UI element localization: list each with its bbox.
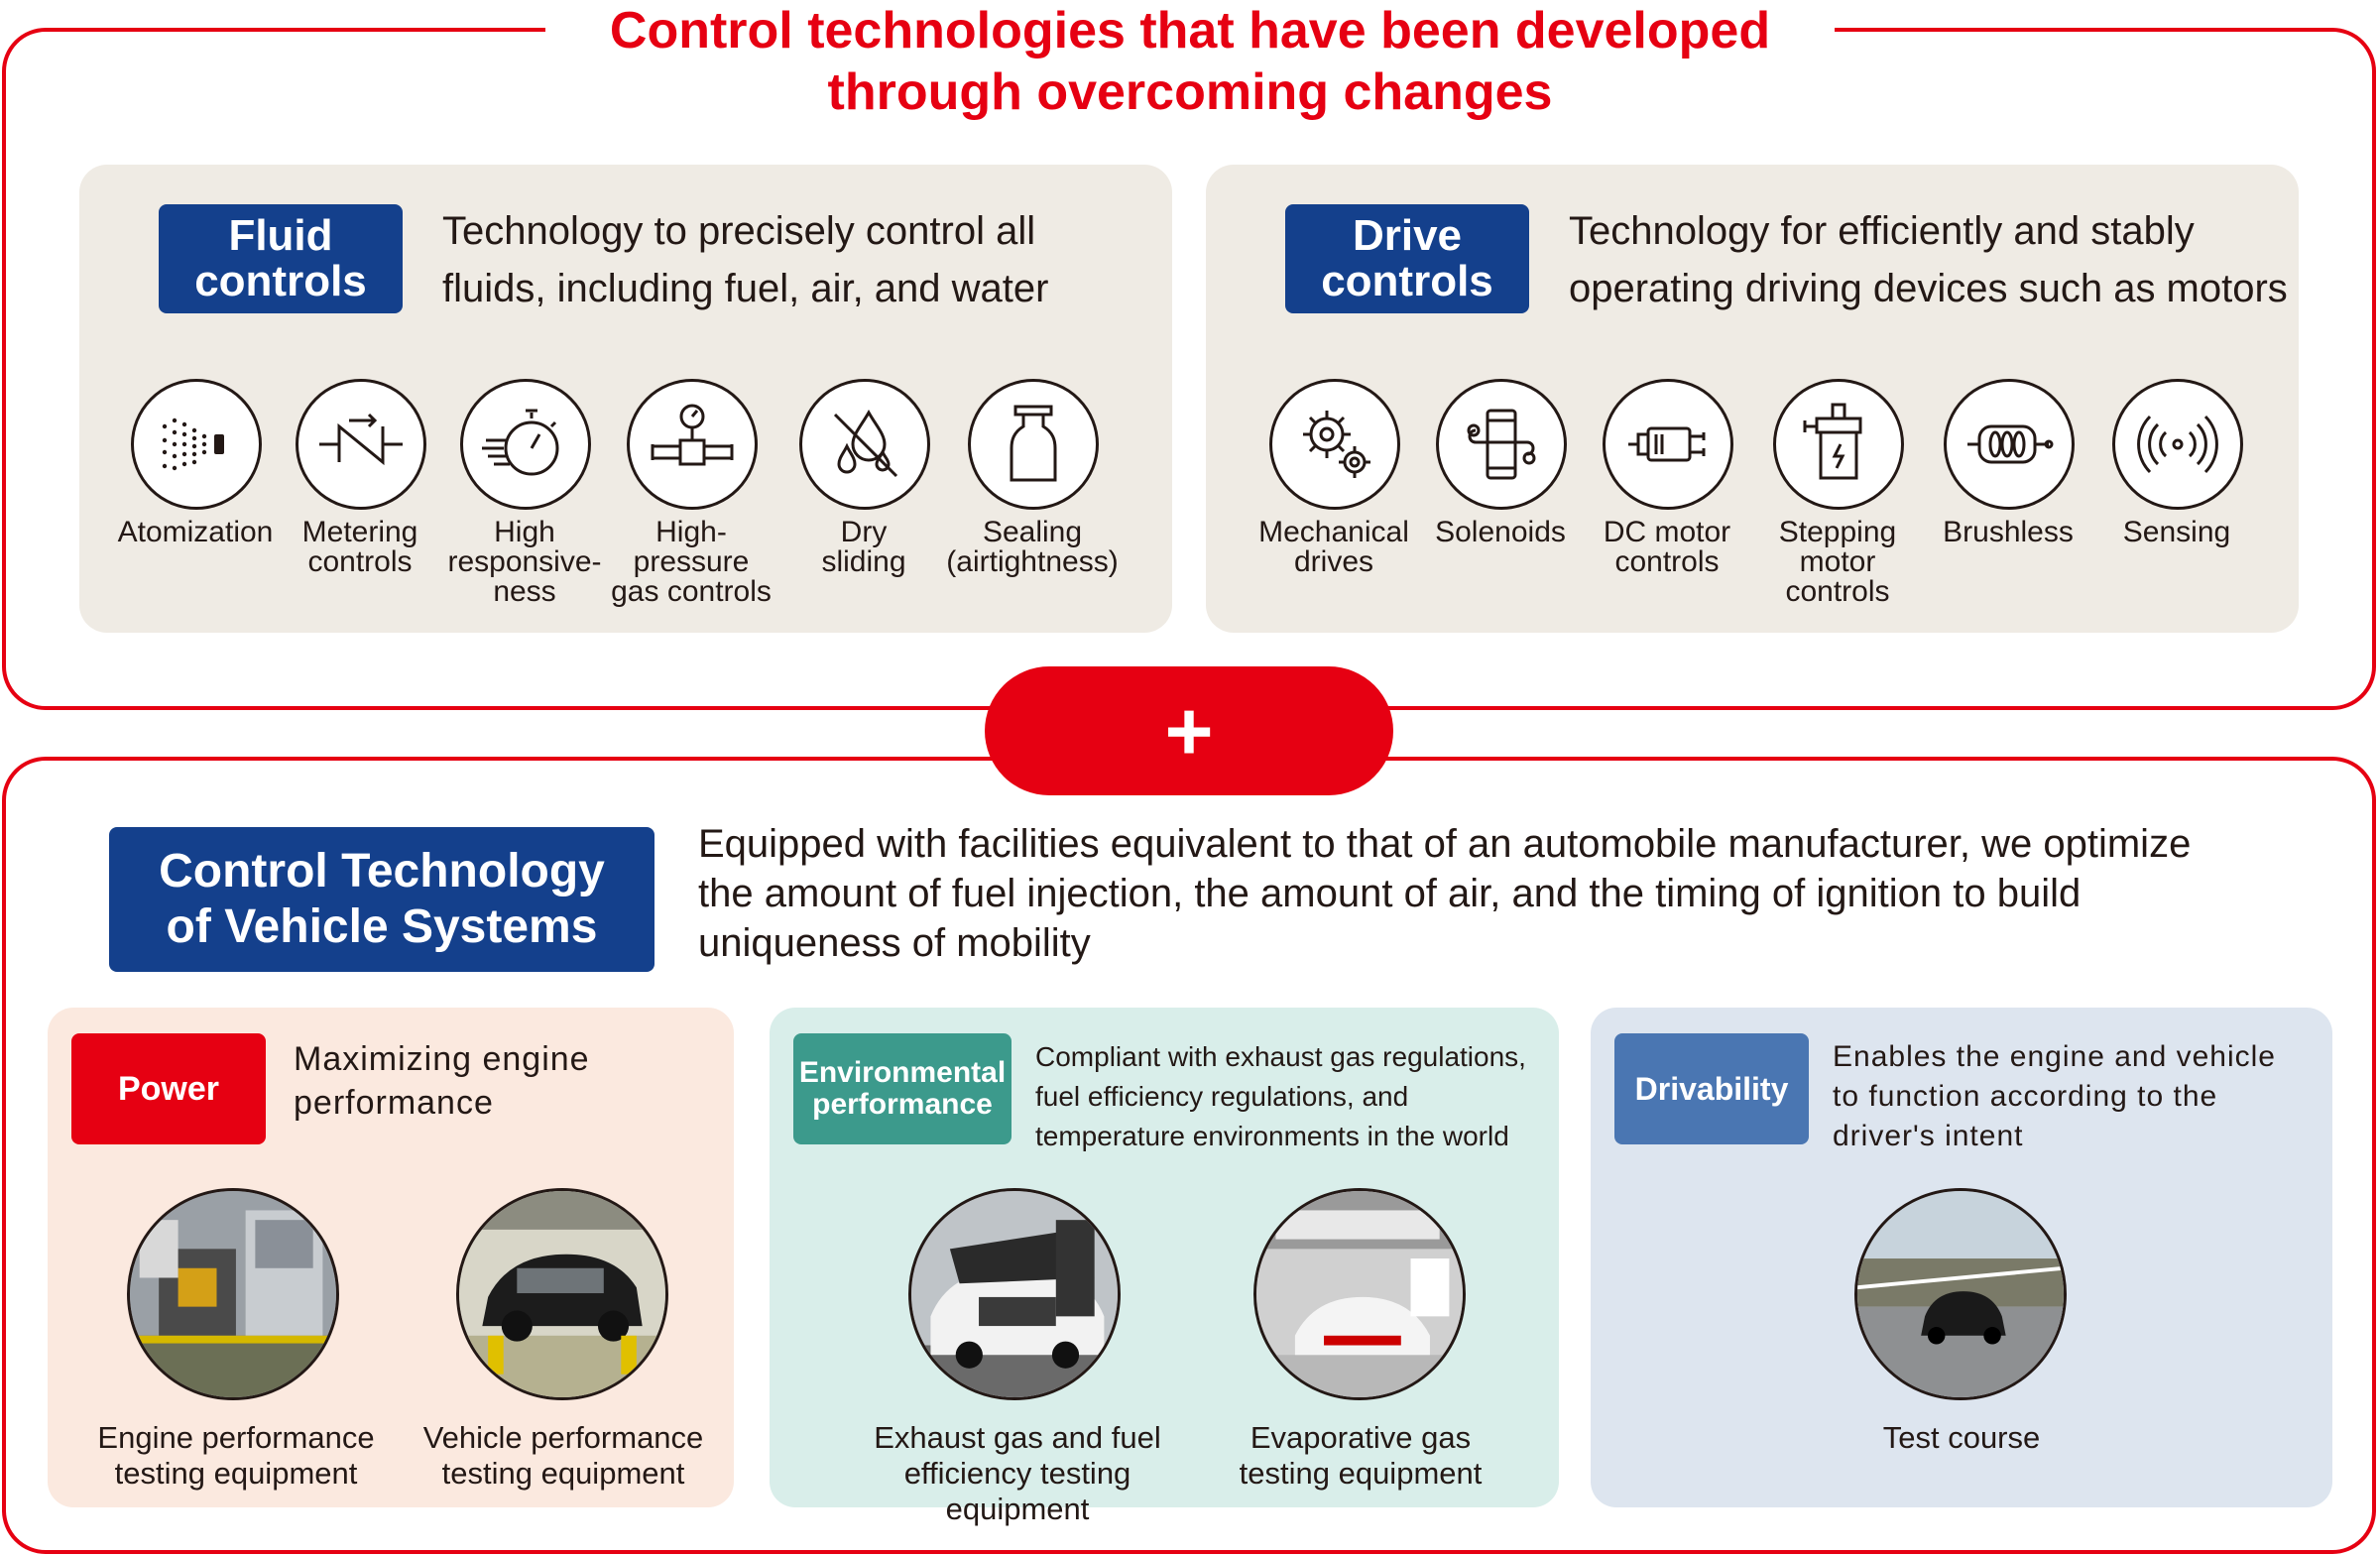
icon-label: Solenoids [1435, 516, 1566, 548]
photo-caption: Evaporative gas testing equipment [1239, 1420, 1483, 1491]
icon-label: DC motor controls [1603, 516, 1731, 578]
drive-controls-badge: Drive controls [1285, 204, 1529, 313]
dc-motor-icon [1603, 379, 1733, 510]
vehicle-testing-photo [456, 1188, 668, 1400]
test-course-photo [1854, 1188, 2067, 1400]
icon-label: High- pressure gas controls [611, 516, 772, 608]
gears-icon [1269, 379, 1400, 510]
engine-testing-photo [127, 1188, 339, 1400]
environmental-area: Environmental performance Compliant with… [770, 1008, 1559, 1526]
environmental-description: Compliant with exhaust gas regulations, … [1035, 1041, 1526, 1151]
photo-caption: Vehicle performance testing equipment [422, 1420, 704, 1491]
drivability-area: Drivability Enables the engine and vehic… [1591, 1008, 2332, 1507]
power-area: Power Maximizing engine performance Engi… [48, 1008, 734, 1507]
no-drops-icon [799, 379, 930, 510]
icon-label: Sensing [2122, 516, 2231, 548]
drive-icon-row: Mechanical drives Solenoids [1206, 379, 2299, 627]
icon-label: Sealing (airtightness) [946, 516, 1119, 578]
drive-controls-panel: Drive controls Technology for efficientl… [1206, 165, 2299, 633]
brushless-motor-icon [1944, 379, 2075, 510]
power-description: Maximizing engine performance [294, 1040, 590, 1122]
drivability-description: Enables the engine and vehicle to functi… [1833, 1040, 2276, 1152]
plus-connector: + [985, 666, 1393, 795]
atomization-icon [131, 379, 262, 510]
icon-label: Metering controls [301, 516, 418, 578]
photo-caption: Test course [1882, 1420, 2041, 1455]
drivability-badge: Drivability [1614, 1033, 1809, 1144]
metering-icon [296, 379, 426, 510]
evaporative-testing-photo [1253, 1188, 1466, 1400]
icon-label: Dry sliding [821, 516, 906, 578]
power-badge: Power [71, 1033, 266, 1144]
fluid-controls-description: Technology to precisely control all flui… [442, 209, 1049, 310]
vehicle-systems-badge: Control Technology of Vehicle Systems [109, 827, 654, 972]
pressure-gauge-icon [627, 379, 758, 510]
exhaust-testing-photo [908, 1188, 1121, 1400]
icon-label: Atomization [117, 516, 274, 548]
bottle-icon [968, 379, 1099, 510]
fluid-controls-panel: Fluid controls Technology to precisely c… [79, 165, 1172, 633]
fluid-icon-row: Atomization Metering controls [79, 379, 1172, 627]
icon-label: Stepping motor controls [1778, 516, 1897, 608]
photo-caption: Exhaust gas and fuel efficiency testing … [874, 1420, 1161, 1526]
icon-label: Brushless [1943, 516, 2074, 548]
solenoid-icon [1436, 379, 1567, 510]
photo-caption: Engine performance testing equipment [97, 1420, 375, 1491]
fluid-controls-badge: Fluid controls [159, 204, 403, 313]
icon-label: High responsive- ness [447, 516, 602, 608]
sensing-icon [2112, 379, 2243, 510]
environmental-badge: Environmental performance [793, 1033, 1012, 1144]
drive-controls-description: Technology for efficiently and stably op… [1569, 209, 2288, 310]
vehicle-systems-description: Equipped with facilities equivalent to t… [698, 822, 2192, 965]
icon-label: Mechanical drives [1258, 516, 1409, 578]
stopwatch-icon [460, 379, 591, 510]
stepping-motor-icon [1773, 379, 1904, 510]
main-title: Control technologies that have been deve… [545, 0, 1835, 123]
